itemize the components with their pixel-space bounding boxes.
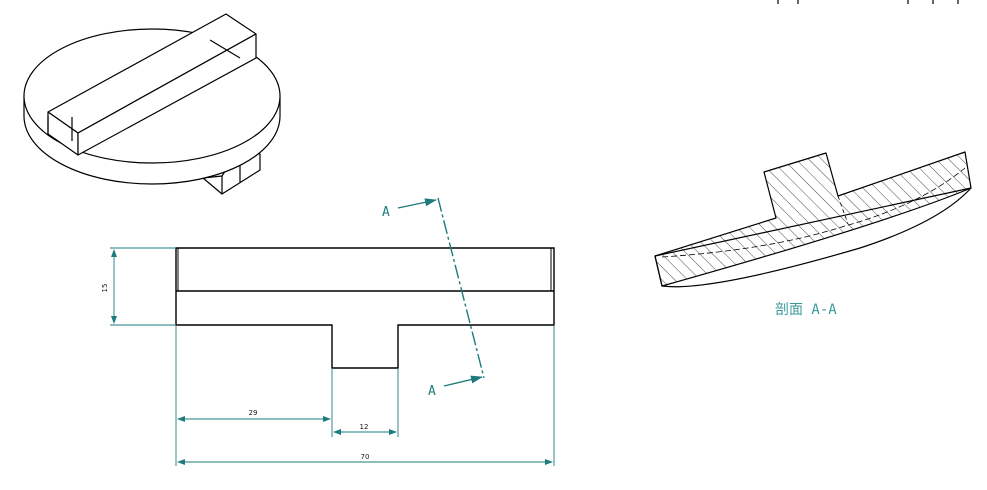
- dim-left-offset-text: 29: [249, 409, 258, 417]
- section-hatched-face: [654, 151, 972, 287]
- isometric-view: [23, 13, 281, 195]
- cutting-plane-line: [437, 197, 485, 379]
- dimension-lines: [110, 247, 555, 466]
- front-view: [175, 247, 555, 369]
- dim-boss-width-text: 12: [360, 423, 369, 431]
- section-letter-top: A: [382, 205, 390, 220]
- section-letter-bottom: A: [428, 384, 436, 399]
- iso-rail-side: [77, 33, 257, 156]
- section-caption: 剖面 A-A: [775, 302, 837, 318]
- section-arrow-top: [397, 198, 437, 209]
- dim-thickness-text: 15: [101, 284, 109, 293]
- section-view: [654, 151, 972, 288]
- dim-overall-text: 70: [361, 453, 370, 461]
- section-cutting-plane: [397, 197, 485, 387]
- section-arrow-bottom: [443, 375, 483, 387]
- front-view-outline: [175, 247, 555, 369]
- title-frame-fragment: [777, 0, 959, 4]
